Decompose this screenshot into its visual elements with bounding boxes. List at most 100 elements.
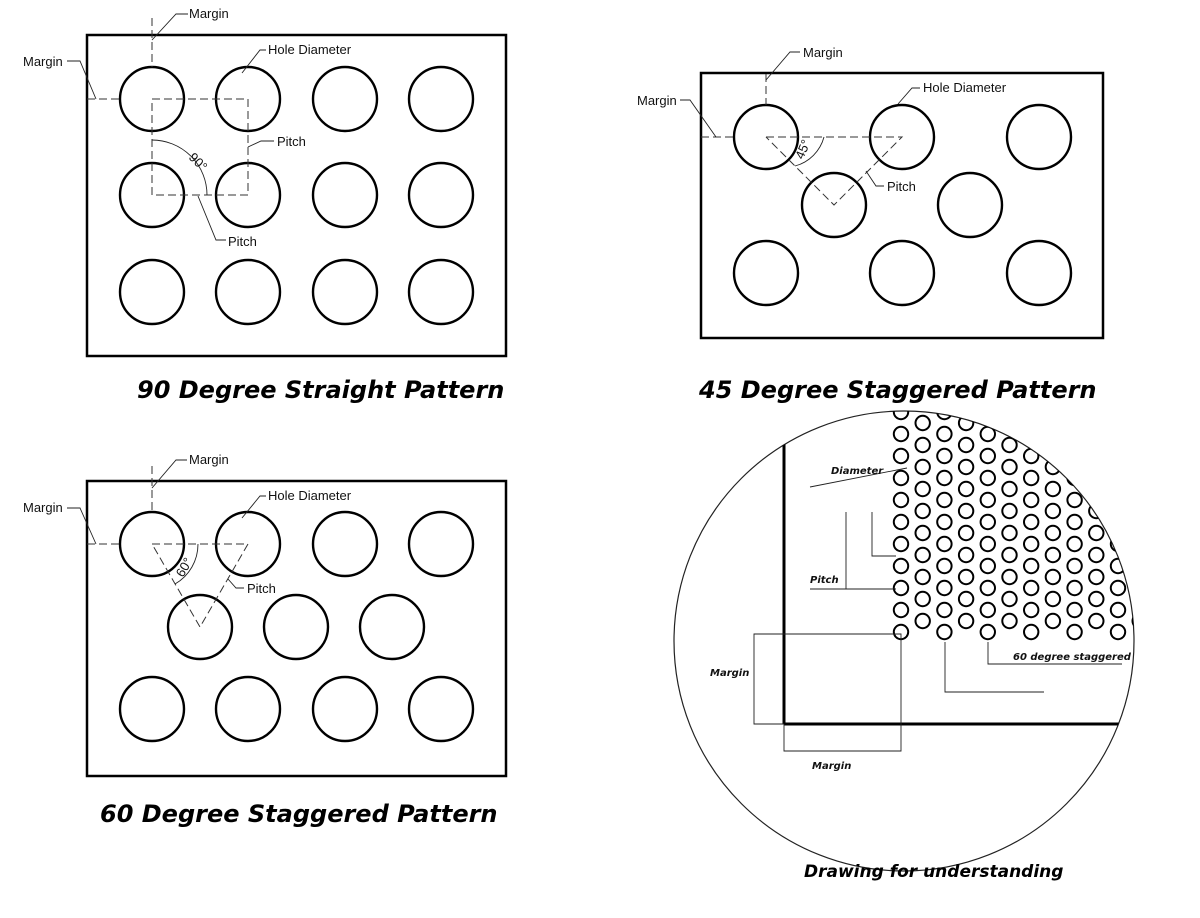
- inset-hole: [1044, 502, 1062, 520]
- inset-hole: [1001, 612, 1018, 630]
- understanding-caption: Drawing for understanding: [804, 862, 1063, 882]
- stag45-diameter-leader: [897, 87, 920, 105]
- inset-hole: [914, 612, 931, 630]
- inset-hole: [936, 425, 953, 443]
- stag60-hole: [407, 675, 475, 743]
- straight-pitch-square: [151, 98, 249, 196]
- straight-diameter-label: Hole Diameter: [268, 42, 352, 57]
- straight-margin-left-label: Margin: [23, 54, 63, 69]
- inset-hole: [1044, 436, 1062, 454]
- inset-margin-left-label: Margin: [710, 668, 749, 679]
- inset-hole: [1022, 535, 1040, 553]
- stag60-hole: [311, 675, 379, 743]
- inset-hole: [1001, 590, 1018, 608]
- straight-hole: [407, 258, 475, 326]
- inset-hole: [1109, 557, 1127, 575]
- stag45-pitch-leader: [865, 170, 884, 187]
- inset-hole: [979, 469, 996, 487]
- inset-hole: [936, 513, 953, 531]
- inset-hole: [1109, 469, 1127, 487]
- stag60-angle-arc: [174, 543, 199, 585]
- inset-hole: [1066, 535, 1083, 553]
- inset-hole: [936, 469, 953, 487]
- straight-plate: [85, 33, 508, 358]
- inset-hole: [1131, 502, 1134, 520]
- inset-hole: [1022, 513, 1040, 531]
- inset-hole: [1109, 491, 1127, 509]
- inset-hole: [979, 579, 996, 597]
- straight-margin-top-label: Margin: [189, 6, 229, 21]
- stag60-pattern-panel: 60° Margin Margin Hole Diameter Pitch 60…: [23, 452, 508, 828]
- inset-hole: [936, 557, 953, 575]
- inset-hole: [1088, 436, 1105, 454]
- inset-pitch-dim-inner: [871, 512, 896, 557]
- inset-hole: [1001, 502, 1018, 520]
- inset-hole: [1001, 414, 1018, 432]
- inset-hole: [892, 557, 910, 575]
- straight-angle-arc: [151, 139, 208, 196]
- inset-stag-label: 60 degree staggered: [1013, 652, 1132, 663]
- inset-hole: [1044, 458, 1062, 476]
- stag45-margin-left-label: Margin: [637, 93, 677, 108]
- inset-hole: [892, 535, 910, 553]
- inset-hole: [1109, 601, 1127, 619]
- inset-holes: [892, 411, 1134, 641]
- straight-hole: [311, 161, 379, 229]
- stag45-hole: [1005, 103, 1073, 171]
- inset-hole: [1001, 480, 1018, 498]
- inset-hole: [1066, 411, 1083, 421]
- magnifier-circle: [673, 410, 1135, 872]
- stag60-hole: [214, 675, 282, 743]
- inset-margin-bottom-label: Margin: [812, 761, 851, 772]
- inset-hole: [957, 458, 975, 476]
- straight-margin-left-leader: [67, 60, 97, 100]
- inset-hole: [979, 623, 996, 641]
- inset-hole: [1088, 458, 1105, 476]
- inset-hole: [1131, 612, 1134, 630]
- straight-pitch-bottom-label: Pitch: [228, 234, 257, 249]
- inset-hole: [936, 579, 953, 597]
- straight-angle-label: 90°: [186, 150, 211, 175]
- inset-hole: [914, 524, 931, 542]
- inset-hole: [1022, 425, 1040, 443]
- inset-hole: [1131, 590, 1134, 608]
- inset-hole: [1001, 436, 1018, 454]
- inset-diameter-leader: [809, 467, 908, 488]
- inset-hole: [892, 513, 910, 531]
- stag60-hole: [166, 593, 234, 661]
- inset-hole: [979, 425, 996, 443]
- inset-hole: [892, 491, 910, 509]
- inset-hole: [1066, 601, 1083, 619]
- inset-margin-bottom-dim: [783, 642, 902, 752]
- inset-hole: [1022, 491, 1040, 509]
- inset-hole: [914, 480, 931, 498]
- inset-hole: [1044, 590, 1062, 608]
- inset-hole: [1001, 458, 1018, 476]
- inset-hole: [914, 502, 931, 520]
- inset-hole: [1044, 612, 1062, 630]
- stag60-angle-label: 60°: [173, 555, 196, 580]
- inset-hole: [979, 513, 996, 531]
- inset-hole: [1044, 524, 1062, 542]
- stag60-margin-left-leader: [67, 507, 97, 545]
- inset-hole: [957, 546, 975, 564]
- inset-hole: [1022, 447, 1040, 465]
- inset-hole: [914, 436, 931, 454]
- inset-hole: [936, 623, 953, 641]
- inset-hole: [1088, 546, 1105, 564]
- stag45-pitch-triangle: [765, 136, 904, 206]
- straight-holes: [118, 65, 475, 326]
- inset-hole: [1131, 568, 1134, 586]
- inset-hole: [979, 601, 996, 619]
- inset-hole: [914, 590, 931, 608]
- inset-hole: [979, 447, 996, 465]
- inset-hole: [1088, 524, 1105, 542]
- inset-hole: [936, 411, 953, 421]
- magnified-region: [782, 411, 1134, 726]
- straight-hole: [407, 65, 475, 133]
- inset-hole: [936, 491, 953, 509]
- inset-hole: [936, 447, 953, 465]
- inset-hole: [979, 491, 996, 509]
- inset-hole: [1109, 579, 1127, 597]
